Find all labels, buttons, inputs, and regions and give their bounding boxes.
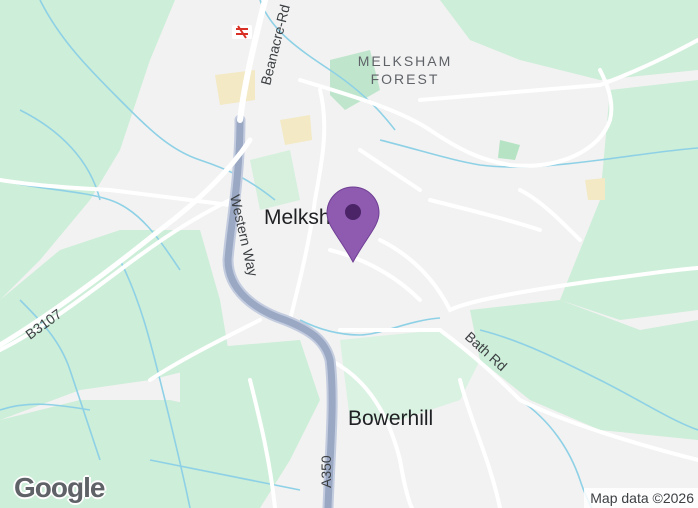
road-label-a350: A350 <box>318 455 334 488</box>
map-attribution[interactable]: Map data ©2026 <box>584 488 698 508</box>
google-logo: Google <box>14 472 105 503</box>
district-label-line2: FOREST <box>371 71 440 87</box>
location-marker[interactable] <box>326 186 380 264</box>
marker-dot-icon <box>345 204 361 220</box>
town-label-bowerhill: Bowerhill <box>348 407 433 430</box>
major-roads <box>0 0 338 508</box>
rail-station-icon[interactable] <box>232 25 252 39</box>
district-label-line1: MELKSHAM <box>358 53 453 69</box>
